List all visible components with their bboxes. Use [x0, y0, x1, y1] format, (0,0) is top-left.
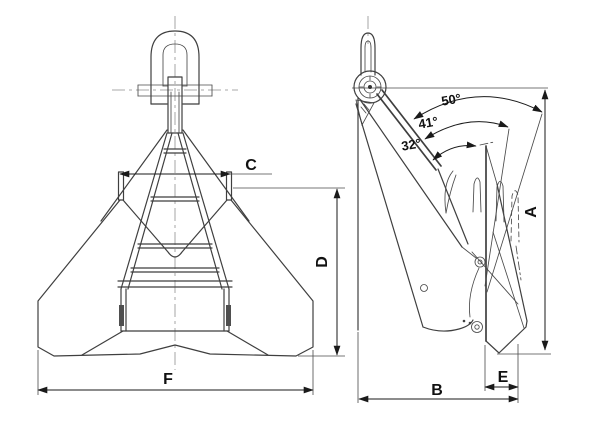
dimension-a: A — [497, 89, 551, 355]
angle-32-label: 32° — [400, 135, 422, 153]
hinge-pin-left — [119, 305, 124, 326]
dimension-f-label: F — [163, 371, 173, 388]
fluke-angle-indicators: 50° 41° 32° — [400, 90, 543, 293]
dimension-e-label: E — [498, 369, 509, 386]
crown-side — [420, 256, 486, 333]
dimension-b-label: B — [431, 382, 443, 399]
bill-alternate-position — [510, 190, 520, 243]
angle-arc-50 — [413, 96, 543, 120]
hinge-pin-right — [226, 305, 231, 326]
dimension-d: D — [233, 187, 345, 357]
fluke-bills — [444, 170, 522, 281]
angle-arc-41 — [424, 120, 509, 140]
angle-arc-32 — [432, 141, 477, 161]
dimension-f: F — [37, 350, 314, 395]
angle-50-position-line — [486, 113, 543, 293]
dimension-c-label: C — [245, 157, 257, 174]
angle-50-label: 50° — [440, 90, 462, 108]
dimension-d-label: D — [314, 256, 331, 268]
shackle-pin — [137, 84, 213, 97]
angle-41-position-line — [484, 128, 510, 287]
shackle-side — [360, 32, 376, 76]
dimension-c: C — [119, 157, 272, 178]
dimension-a-label: A — [523, 206, 540, 218]
crown-bolt-hole — [420, 284, 428, 292]
side-view: 50° 41° 32° A B E — [352, 16, 551, 403]
crown-and-flukes-front — [37, 171, 314, 357]
shank-ladder — [100, 76, 250, 332]
front-view: C D F — [37, 16, 345, 395]
pivot-boss — [353, 70, 387, 104]
dimension-b: B — [357, 332, 519, 403]
front-centerlines — [112, 16, 238, 370]
fluke-side — [471, 145, 528, 354]
shackle-front — [137, 30, 213, 105]
shank-side — [355, 89, 477, 331]
angle-41-label: 41° — [417, 113, 439, 131]
angle-32-position-line — [479, 141, 495, 146]
dimension-e: E — [484, 345, 519, 391]
